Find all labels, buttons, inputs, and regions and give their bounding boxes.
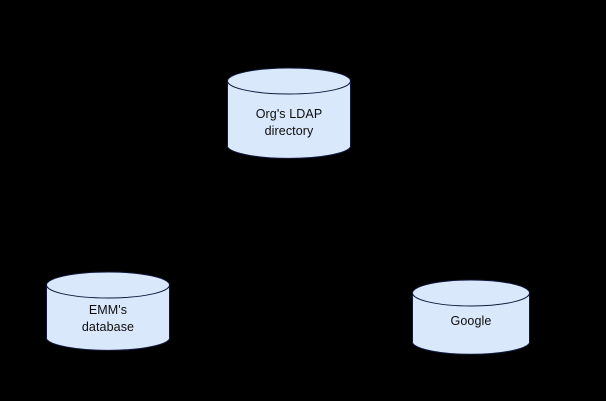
node-google[interactable]: Google <box>412 279 530 356</box>
database-cylinder-icon <box>46 271 170 351</box>
database-cylinder-icon <box>227 67 351 159</box>
node-ldap[interactable]: Org's LDAP directory <box>227 67 351 160</box>
database-cylinder-icon <box>412 279 530 355</box>
node-emm[interactable]: EMM's database <box>46 271 170 352</box>
